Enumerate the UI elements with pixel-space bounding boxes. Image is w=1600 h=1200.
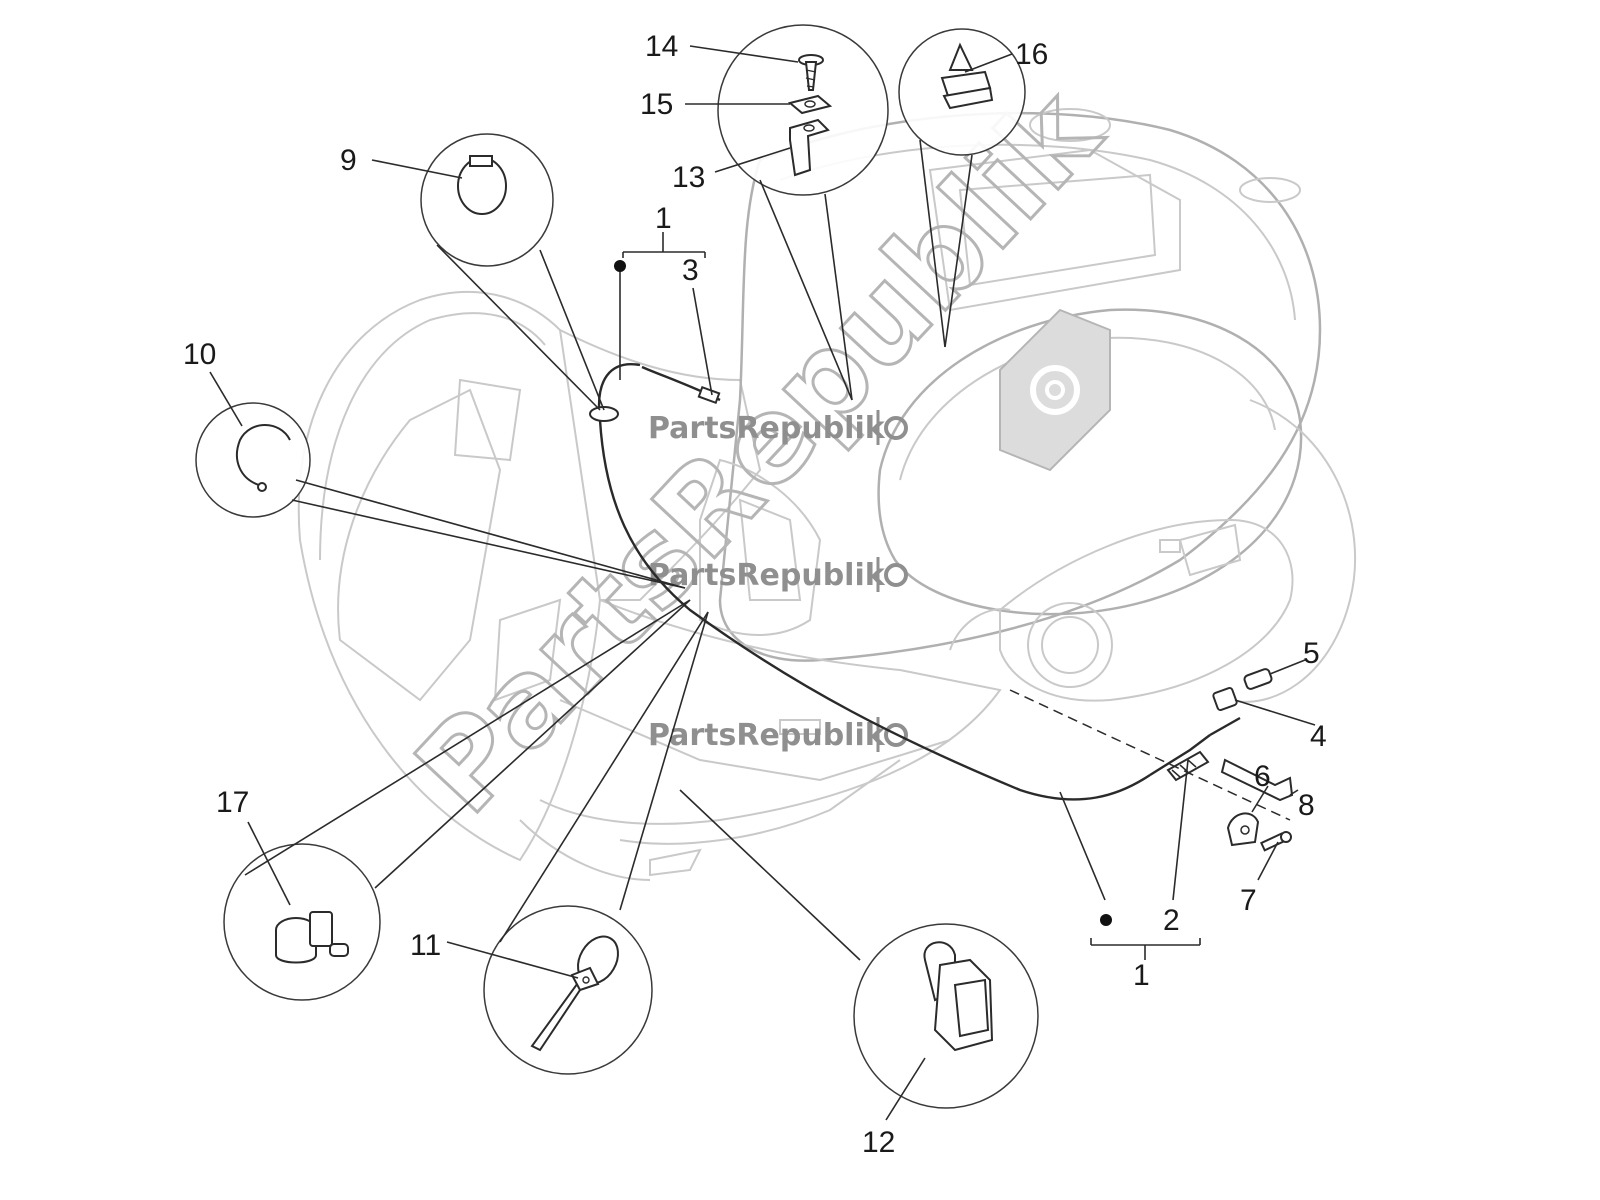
cable-holder-icon <box>923 941 994 1052</box>
callout-9 <box>420 133 554 267</box>
callout-16 <box>898 28 1026 156</box>
clip-ring-icon <box>236 424 291 492</box>
label-13: 13 <box>672 161 705 194</box>
watermark-small-3: PartsRepublik <box>648 717 908 753</box>
callout-17 <box>223 843 381 1001</box>
push-clip-icon <box>940 42 994 110</box>
label-17: 17 <box>216 786 249 819</box>
label-2: 2 <box>1163 904 1180 937</box>
watermark-text: PartsRepublik <box>648 718 886 753</box>
gear-icon <box>884 416 908 440</box>
label-11: 11 <box>410 929 441 962</box>
gear-icon <box>1030 365 1080 415</box>
throttle-cable <box>589 363 1241 801</box>
speed-nut-icon <box>787 94 833 115</box>
callout-11 <box>483 905 653 1075</box>
part-8-bracket <box>1220 758 1294 802</box>
label-12: 12 <box>862 1126 895 1159</box>
label-10: 10 <box>183 338 216 371</box>
label-15: 15 <box>640 88 673 121</box>
watermark-small-2: PartsRepublik <box>648 557 908 593</box>
watermark-small-1: PartsRepublik <box>648 410 908 446</box>
cable-tie-icon <box>530 935 619 1052</box>
label-1-top: 1 <box>655 202 672 235</box>
part-7-bolt <box>1260 831 1292 852</box>
leader-lines <box>209 45 1316 1121</box>
watermark-text: PartsRepublik <box>648 411 886 446</box>
part-4-nut <box>1212 686 1238 712</box>
part-labels: 1 3 14 15 13 16 9 10 5 4 6 8 7 2 1 17 11… <box>183 30 1327 1159</box>
bracket-icon <box>789 118 830 177</box>
label-16: 16 <box>1015 38 1048 71</box>
label-1-bottom: 1 <box>1133 959 1150 992</box>
callout-10 <box>195 402 311 518</box>
screw-icon <box>798 54 824 91</box>
cable-end-fitting <box>697 385 721 405</box>
bullet-top <box>614 260 626 272</box>
cable-tie-icon <box>457 155 507 215</box>
label-8: 8 <box>1298 789 1315 822</box>
label-9: 9 <box>340 144 357 177</box>
callout-13-15 <box>717 24 889 196</box>
label-6: 6 <box>1254 760 1271 793</box>
gear-icon <box>884 723 908 747</box>
part-6-clamp <box>1226 812 1260 847</box>
callout-12 <box>853 923 1039 1109</box>
label-4: 4 <box>1310 720 1327 753</box>
part-5-barrel <box>1243 668 1273 690</box>
label-7: 7 <box>1240 884 1257 917</box>
label-3: 3 <box>682 254 699 287</box>
bullet-bottom <box>1100 914 1112 926</box>
watermark-gear-big <box>999 308 1111 472</box>
gear-icon <box>884 563 908 587</box>
label-14: 14 <box>645 30 678 63</box>
assembly-axis <box>1009 689 1291 821</box>
watermark-text: PartsRepublik <box>648 558 886 593</box>
clamp-icon <box>275 911 349 964</box>
label-5: 5 <box>1303 637 1320 670</box>
cable-tie-on-cable <box>589 406 619 422</box>
